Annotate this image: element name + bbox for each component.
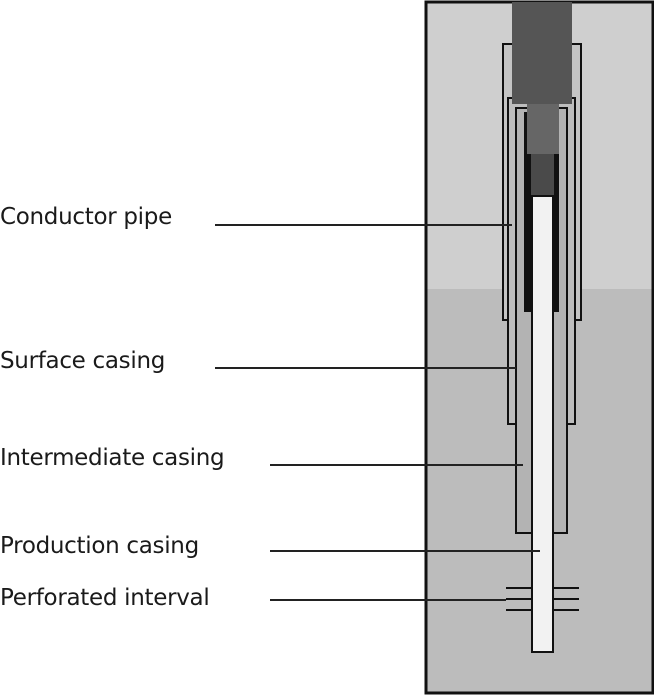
label-production-casing: Production casing [0,533,199,559]
perforations [506,587,579,611]
label-perforated-interval: Perforated interval [0,585,210,611]
wellhead-middle [527,104,559,154]
wellhead-top [512,2,572,104]
label-conductor-pipe: Conductor pipe [0,204,172,230]
label-surface-casing: Surface casing [0,348,166,374]
production-casing [531,195,554,653]
wellhead-lower [531,154,554,196]
label-intermediate-casing: Intermediate casing [0,445,225,471]
